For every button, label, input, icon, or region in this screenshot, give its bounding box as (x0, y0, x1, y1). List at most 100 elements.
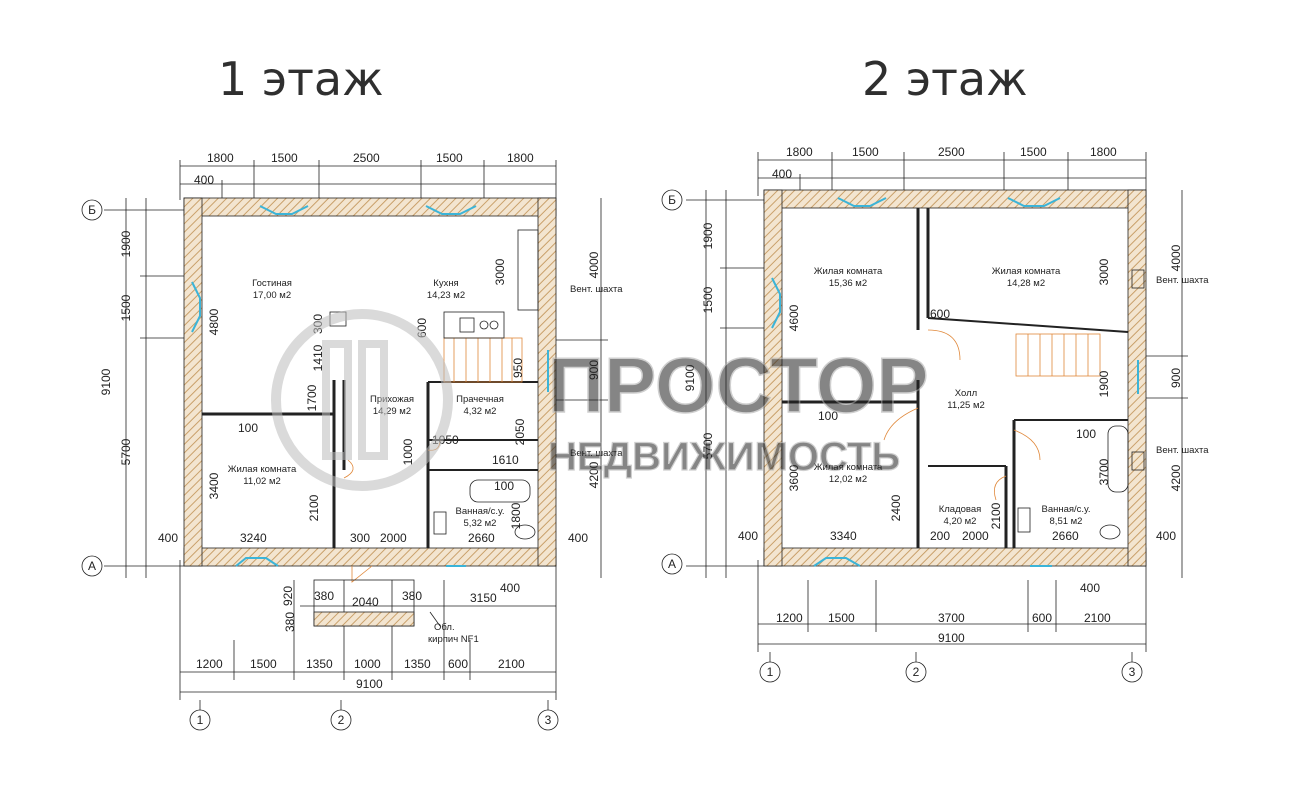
f2-room2-area: 14,28 м2 (1007, 278, 1045, 289)
f1-laundry-area: 4,32 м2 (464, 406, 497, 417)
f2-dim-100a: 100 (818, 409, 838, 423)
f2-dim-400b: 400 (1080, 581, 1100, 595)
f1-bedroom-area: 11,02 м2 (243, 476, 281, 487)
f2-axis-b: Б (661, 189, 683, 211)
f1-right-400: 400 (568, 531, 588, 545)
f1-left-3400: 3400 (207, 472, 221, 499)
f2-top-dim-1: 1800 (786, 145, 813, 159)
f2-hall-name: Холл (955, 388, 977, 399)
f2-dim-2100: 2100 (989, 502, 1003, 529)
f1-right-4200: 4200 (587, 461, 601, 488)
floor1-plan (104, 160, 608, 710)
f1-dim-2050: 2050 (513, 418, 527, 445)
f1-bath-area: 5,32 м2 (464, 518, 497, 529)
f1-bot-total: 9100 (356, 677, 383, 691)
f1-porch-380c: 380 (283, 612, 297, 632)
f1-bot-dim-5: 1350 (404, 657, 431, 671)
f2-vent-label-1: Вент. шахта (1156, 275, 1209, 286)
f2-left-400: 400 (738, 529, 758, 543)
f1-bot-dim-3: 1350 (306, 657, 333, 671)
f1-bot-dim-2: 1500 (250, 657, 277, 671)
svg-text:1: 1 (197, 713, 204, 727)
f1-left-1500: 1500 (119, 294, 133, 321)
floor2-title: 2 этаж (862, 52, 1028, 106)
svg-text:1: 1 (767, 665, 774, 679)
f2-bot-dim-3: 3700 (938, 611, 965, 625)
f2-bot-dim-4: 600 (1032, 611, 1052, 625)
f1-dim-100b: 100 (494, 479, 514, 493)
f2-storage-name: Кладовая (939, 504, 982, 515)
f1-dim-1800: 1800 (509, 502, 523, 529)
f2-bot-total: 9100 (938, 631, 965, 645)
f1-dim-2100: 2100 (307, 494, 321, 521)
f2-axis-3: 3 (1121, 661, 1143, 683)
f1-top-dim-1: 1800 (207, 151, 234, 165)
f2-vent-label-2: Вент. шахта (1156, 445, 1209, 456)
f1-bot-dim-7: 2100 (498, 657, 525, 671)
f1-bath-name: Ванная/с.у. (455, 506, 504, 517)
f1-dim-1000: 1000 (401, 438, 415, 465)
f2-axis-2: 2 (905, 661, 927, 683)
f1-right-900: 900 (587, 360, 601, 380)
f2-left-total: 9100 (683, 364, 697, 391)
f1-dim-300b: 300 (350, 531, 370, 545)
f1-bot-dim-6: 600 (448, 657, 468, 671)
svg-text:2: 2 (913, 665, 920, 679)
f2-axis-a: А (661, 553, 683, 575)
f1-porch-note2: кирпич NF1 (428, 634, 479, 645)
f2-hall-area: 11,25 м2 (947, 400, 985, 411)
f1-porch-380b: 380 (402, 589, 422, 603)
f1-laundry-name: Прачечная (456, 394, 504, 405)
f1-hall-area: 14,29 м2 (373, 406, 411, 417)
f1-right-4000: 4000 (587, 251, 601, 278)
f1-vent-label: Вент. шахта (570, 284, 623, 295)
f1-left-total: 9100 (99, 368, 113, 395)
f2-bot-dim-1: 1200 (776, 611, 803, 625)
f1-bot-dim-1: 1200 (196, 657, 223, 671)
f1-left-400: 400 (158, 531, 178, 545)
f2-dim-3700: 3700 (1097, 458, 1111, 485)
f1-dim-3150: 3150 (470, 591, 497, 605)
f2-dim-3340: 3340 (830, 529, 857, 543)
f2-room3-area: 12,02 м2 (829, 474, 867, 485)
f2-room3-name: Жилая комната (814, 462, 883, 473)
svg-text:А: А (668, 557, 676, 571)
f2-right-900: 900 (1169, 368, 1183, 388)
f2-axis-1: 1 (759, 661, 781, 683)
f2-dim-2660: 2660 (1052, 529, 1079, 543)
f1-porch-2040: 2040 (352, 595, 379, 609)
f1-dim-2000: 2000 (380, 531, 407, 545)
f1-top-dim-3: 2500 (353, 151, 380, 165)
f1-porch-note1: Обл. (434, 622, 455, 633)
f1-top-dim-2: 1500 (271, 151, 298, 165)
f2-left-1500: 1500 (701, 286, 715, 313)
f1-bot-dim-4: 1000 (354, 657, 381, 671)
f2-bath-area: 8,51 м2 (1050, 516, 1083, 527)
f1-porch-380a: 380 (314, 589, 334, 603)
f1-dim-3000: 3000 (493, 258, 507, 285)
watermark-line2: НЕДВИЖИМОСТЬ (548, 435, 900, 479)
svg-text:2: 2 (338, 713, 345, 727)
f1-left-5700: 5700 (119, 438, 133, 465)
f2-left-5700: 5700 (701, 432, 715, 459)
f2-dim-200: 200 (930, 529, 950, 543)
f2-left-3600: 3600 (787, 464, 801, 491)
f1-living-name: Гостиная (252, 278, 292, 289)
f2-bath-name: Ванная/с.у. (1041, 504, 1090, 515)
f2-dim-2400: 2400 (889, 494, 903, 521)
f2-room2-name: Жилая комната (992, 266, 1061, 277)
f1-dim-100a: 100 (238, 421, 258, 435)
f1-top-dim-4: 1500 (436, 151, 463, 165)
f2-right-4000: 4000 (1169, 244, 1183, 271)
f2-left-4600: 4600 (787, 304, 801, 331)
f1-porch-920: 920 (281, 586, 295, 606)
f1-dim-3240: 3240 (240, 531, 267, 545)
f2-bot-dim-5: 2100 (1084, 611, 1111, 625)
svg-text:А: А (88, 559, 96, 573)
f2-wall-dim: 400 (772, 167, 792, 181)
f2-dim-2000: 2000 (962, 529, 989, 543)
f1-axis-1: 1 (189, 709, 211, 731)
f1-kitchen-name: Кухня (433, 278, 458, 289)
f2-right-4200: 4200 (1169, 464, 1183, 491)
